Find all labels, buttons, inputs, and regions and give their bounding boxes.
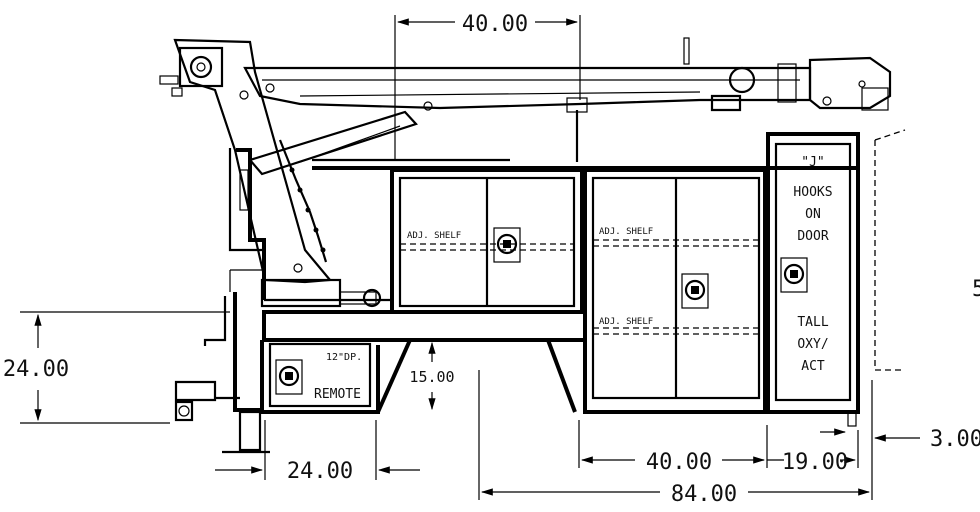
dim-bottom-mid: 40.00: [646, 450, 712, 475]
crane-boom: [243, 66, 812, 110]
boom-tip: [808, 56, 892, 110]
shelf-label-b2: ADJ. SHELF: [599, 317, 653, 327]
remote-label: REMOTE: [314, 387, 361, 402]
j-hooks-line2: HOOKS: [793, 185, 832, 200]
crane-base: [260, 278, 342, 308]
side-rail: [262, 310, 587, 342]
j-hooks-line1: "J": [801, 155, 824, 170]
compartment-a: ADJ. SHELF: [390, 168, 584, 314]
depth-note: 12"DP.: [326, 352, 362, 363]
crane-head: [178, 46, 224, 88]
dim-right-edge: 5: [972, 277, 980, 302]
remote-compartment: 12"DP. REMOTE: [268, 342, 372, 408]
tall-line1: TALL: [797, 315, 828, 330]
dim-left-height: 24.00: [3, 357, 69, 382]
dim-bottom-left: 24.00: [287, 459, 353, 484]
boom-sheave: [728, 66, 756, 94]
handle-tall: [780, 257, 808, 293]
handle-b: [681, 273, 709, 309]
dim-mid-height: 15.00: [409, 368, 454, 386]
compartment-b: ADJ. SHELF ADJ. SHELF: [583, 168, 767, 414]
shelf-label-b1: ADJ. SHELF: [599, 227, 653, 237]
tall-compartment: "J" HOOKS ON DOOR TALL OXY/ ACT: [766, 129, 906, 427]
tall-line2: OXY/: [797, 337, 828, 352]
chain: [278, 139, 328, 263]
dimensions: 40.00 24.00 15.00 24.00 40.00 19.00: [3, 12, 980, 507]
dim-top-width: 40.00: [462, 12, 528, 37]
tall-line3: ACT: [801, 359, 825, 374]
j-hooks-line4: DOOR: [797, 229, 828, 244]
dim-overall: 84.00: [671, 482, 737, 507]
dim-right-offset: 3.00: [930, 427, 980, 452]
dim-bottom-right: 19.00: [782, 450, 848, 475]
crane: [159, 37, 892, 308]
hydraulic-cylinder: [248, 110, 418, 176]
handle-a: [493, 227, 521, 263]
shelf-label-a: ADJ. SHELF: [407, 231, 461, 241]
crane-mast: [173, 38, 333, 284]
j-hooks-line3: ON: [805, 207, 821, 222]
